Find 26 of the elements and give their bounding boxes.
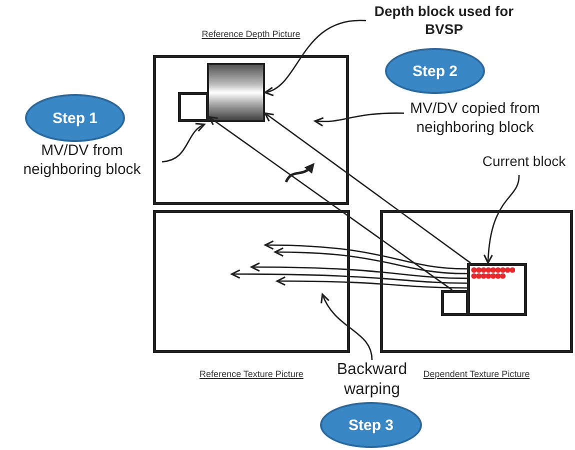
annotation-text: MV/DV from neighboring block [2,142,162,186]
block-outline [441,290,469,316]
step-ellipse: Step 2 [385,48,485,94]
arrow [208,116,453,291]
block-outline [178,92,209,122]
annotation-text: Current block [474,153,574,175]
step-ellipse: Step 3 [320,402,422,448]
warping-arrow [274,247,468,274]
block-outline [467,263,527,316]
annotation-text: MV/DV copied from neighboring block [404,100,546,144]
picture-caption: Reference Texture Picture [200,369,304,379]
arrow [264,112,472,264]
depth-block [207,63,265,122]
warping-arrow [231,269,467,284]
leader-line [162,124,206,162]
leader-line [484,174,520,264]
leader-line [321,294,373,360]
picture-caption: Reference Depth Picture [202,29,300,39]
leader-line [314,112,404,126]
leader-line [264,20,366,95]
step-ellipse: Step 1 [25,94,125,142]
warping-arrow [264,240,468,270]
annotation-text: Depth block used for BVSP [366,3,522,47]
warping-arrow [250,262,468,280]
picture-caption: Dependent Texture Picture [423,369,530,379]
warping-arrow [276,276,467,289]
